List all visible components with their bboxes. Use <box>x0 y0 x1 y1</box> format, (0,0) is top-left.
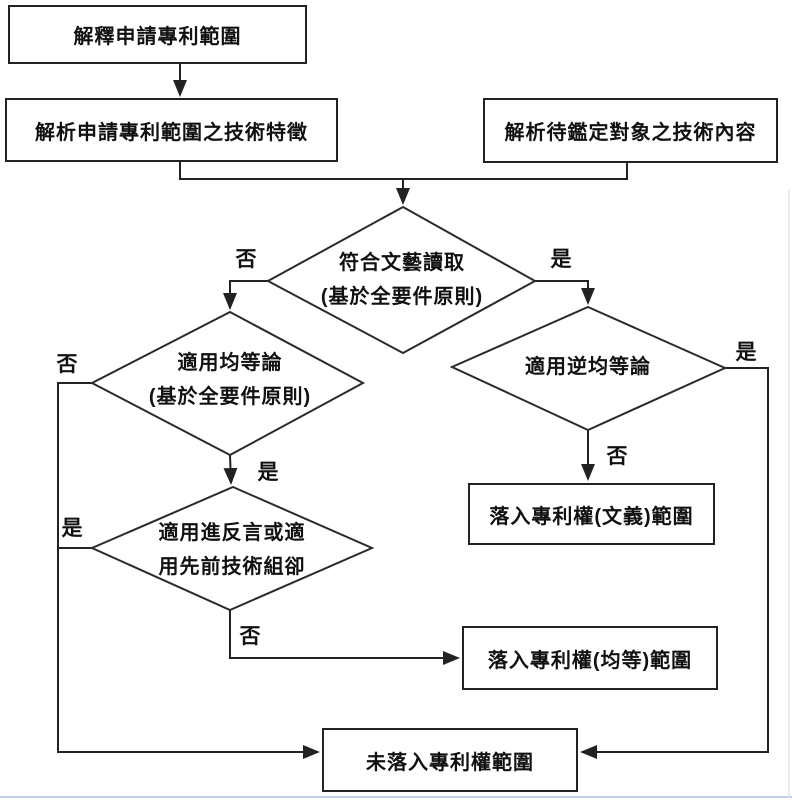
edge-label-literal-yes: 是 <box>550 248 572 271</box>
diamond-reverse-doe-text: 適用逆均等論 <box>525 350 651 384</box>
diamond-estoppel-or-prior-art <box>89 485 375 612</box>
diamond-estoppel-text: 適用進反言或適 用先前技術組卻 <box>159 516 306 584</box>
box-not-in-scope: 未落入專利權範圍 <box>322 728 578 792</box>
diamond-literal-reading-text: 符合文藝讀取 (基於全要件原則) <box>321 246 483 314</box>
box-analyze-accused-object-label: 解析待鑑定對象之技術內容 <box>504 122 757 144</box>
box-interpret-claims-label: 解釋申請專利範圍 <box>73 26 242 48</box>
connector-left-rail <box>57 382 320 759</box>
edge-label-reverse-yes: 是 <box>735 341 757 364</box>
edge-label-estoppel-yes: 是 <box>61 517 83 540</box>
connector-literal-yes <box>535 280 595 305</box>
box-falls-equivalent-scope-label: 落入專利權(均等)範圍 <box>487 649 693 672</box>
box-not-in-scope-label: 未落入專利權範圍 <box>366 751 534 774</box>
edge-label-reverse-no: 否 <box>606 445 628 468</box>
edge-label-literal-no: 否 <box>235 248 257 271</box>
edge-label-estoppel-no: 否 <box>239 625 261 648</box>
box-falls-equivalent-scope: 落入專利權(均等)範圍 <box>462 626 718 690</box>
connector-estoppel-no <box>229 610 460 665</box>
box-analyze-claim-features-label: 解析申請專利範圍之技術特徵 <box>35 121 308 144</box>
box-interpret-claims: 解釋申請專利範圍 <box>8 5 307 64</box>
box-falls-literal-scope: 落入專利權(文義)範圍 <box>468 483 715 545</box>
connector-doe-yes <box>223 454 238 485</box>
diamond-doe-line1: 適用均等論 <box>177 352 283 374</box>
box-falls-literal-scope-label: 落入專利權(文義)範圍 <box>489 505 694 528</box>
diamond-reverse-doe-label: 適用逆均等論 <box>525 356 651 378</box>
diamond-estoppel-line2: 用先前技術組卻 <box>158 556 306 578</box>
edge-label-doe-no: 否 <box>56 353 78 376</box>
diamond-reverse-doctrine <box>449 305 728 432</box>
diamond-literal-reading-line1: 符合文藝讀取 <box>338 252 465 274</box>
diamond-literal-reading-line2: (基於全要件原則) <box>320 286 484 308</box>
diamond-doe-text: 適用均等論 (基於全要件原則) <box>149 346 311 414</box>
diamond-doe-line2: (基於全要件原則) <box>148 386 312 408</box>
diamond-estoppel-line1: 適用進反言或適 <box>158 522 306 544</box>
box-analyze-claim-features: 解析申請專利範圍之技術特徵 <box>5 98 338 162</box>
edge-label-doe-yes: 是 <box>257 461 279 484</box>
connector-right-rail <box>580 367 769 759</box>
connector-literal-no <box>223 280 268 310</box>
box-analyze-accused-object: 解析待鑑定對象之技術內容 <box>483 98 778 163</box>
diamond-doctrine-of-equivalents <box>89 310 366 457</box>
diamond-literal-reading <box>265 205 538 355</box>
connector-merge-rail <box>179 162 628 180</box>
